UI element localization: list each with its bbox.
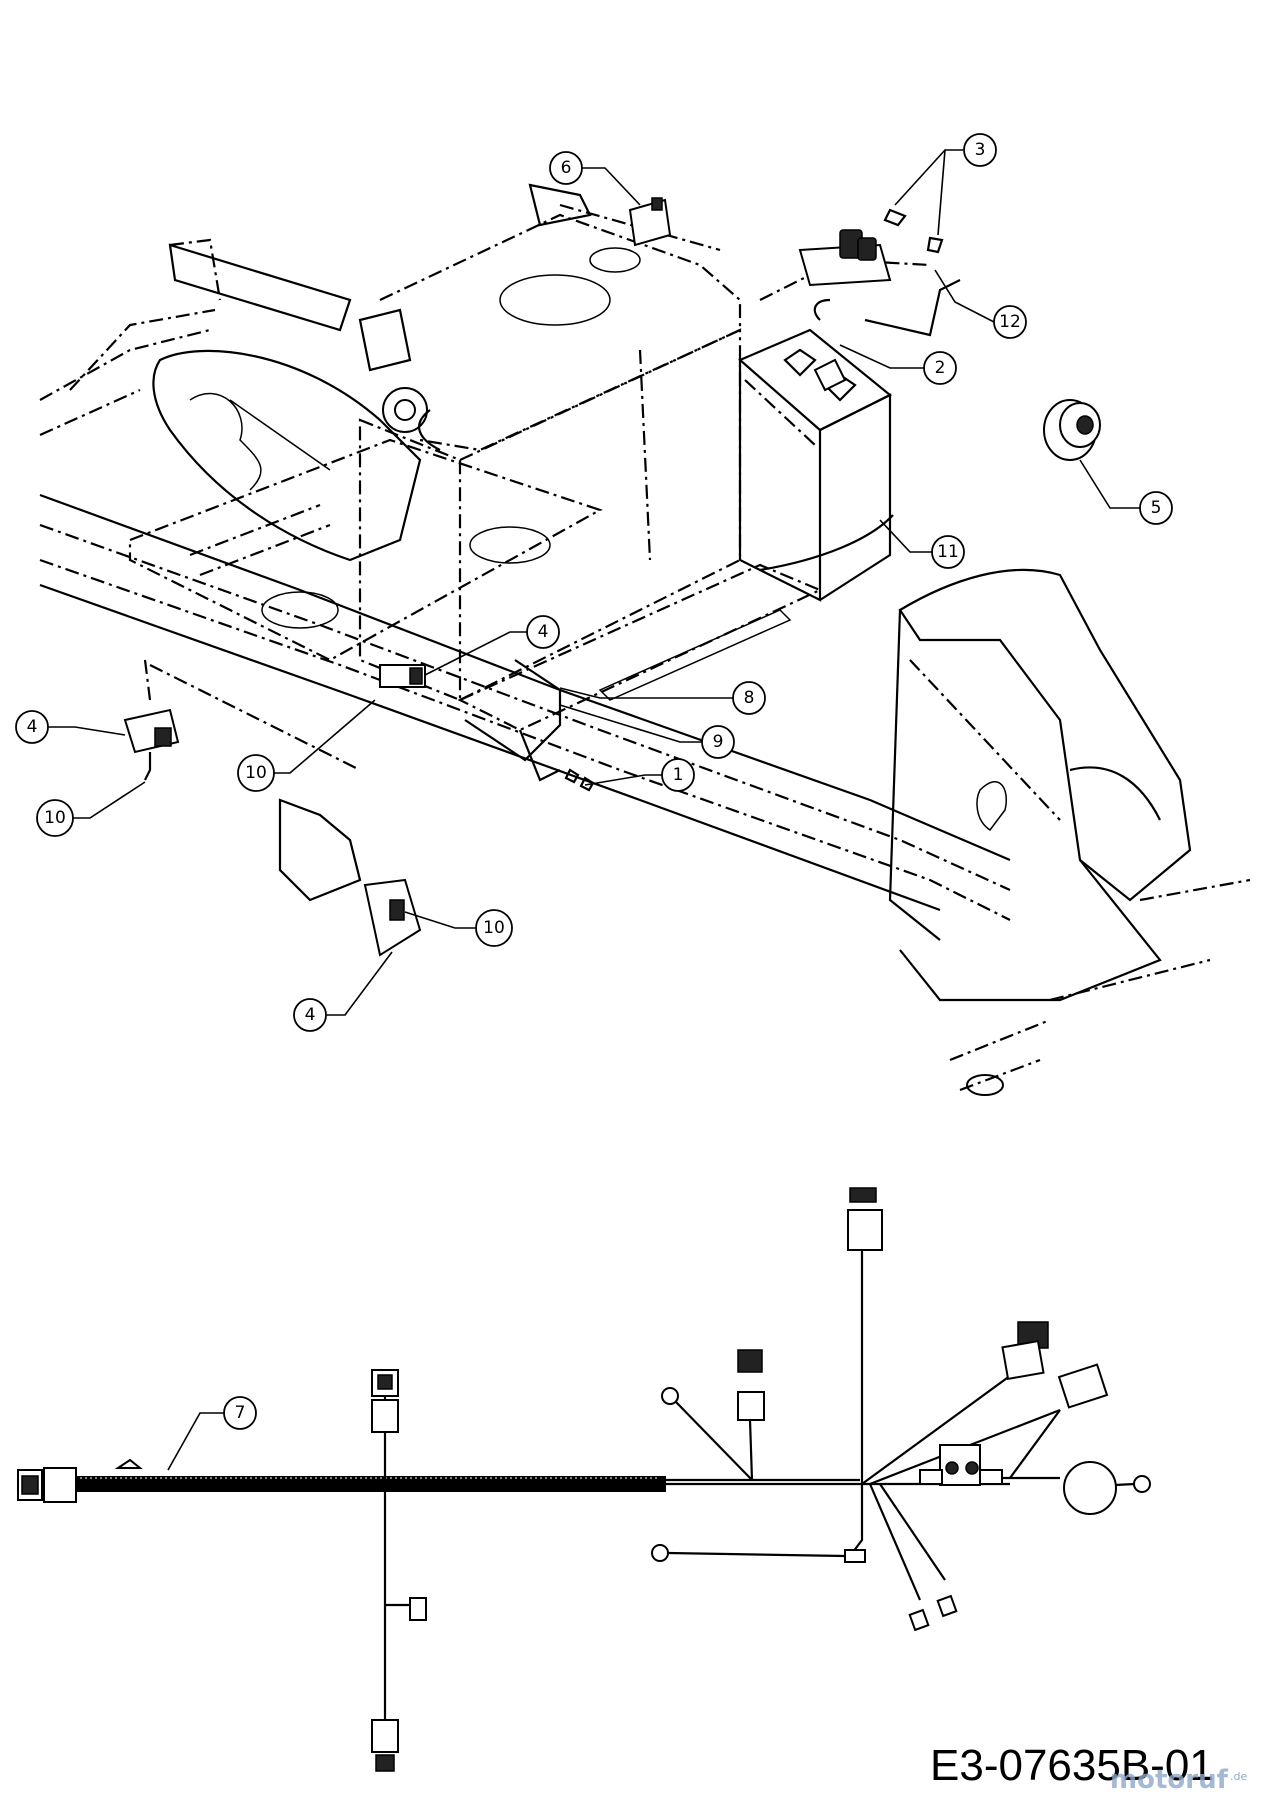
battery — [737, 328, 894, 602]
watermark-suffix: .de — [1230, 1770, 1247, 1783]
callout-11: 11 — [879, 519, 965, 569]
svg-text:1: 1 — [673, 765, 684, 785]
connector-left — [123, 708, 180, 781]
svg-text:10: 10 — [44, 808, 66, 828]
callout-4-left: 4 — [15, 710, 126, 744]
callout-12: 12 — [934, 269, 1027, 339]
callout-7: 7 — [167, 1396, 257, 1471]
callout-3: 3 — [894, 133, 997, 236]
svg-text:10: 10 — [483, 918, 505, 938]
svg-text:10: 10 — [245, 763, 267, 783]
callout-2: 2 — [839, 344, 957, 385]
callout-4-frame: 4 — [424, 615, 560, 676]
svg-text:2: 2 — [935, 358, 946, 378]
svg-text:8: 8 — [744, 688, 755, 708]
svg-text:12: 12 — [999, 312, 1021, 332]
svg-text:4: 4 — [538, 622, 549, 642]
svg-text:7: 7 — [235, 1403, 246, 1423]
wiring-harness — [17, 1187, 1151, 1772]
callout-9: 9 — [559, 704, 735, 759]
callouts: 3 6 12 2 5 11 — [15, 133, 1173, 1032]
svg-text:9: 9 — [713, 732, 724, 752]
svg-text:5: 5 — [1151, 498, 1162, 518]
watermark: motoruf — [1110, 1765, 1229, 1795]
callout-10-left: 10 — [36, 781, 146, 837]
diagram-code: E3-07635B-01 — [930, 1741, 1214, 1790]
svg-text:3: 3 — [975, 140, 986, 160]
svg-text:11: 11 — [937, 542, 959, 562]
callout-10-lower: 10 — [404, 909, 513, 947]
callout-8: 8 — [559, 681, 766, 715]
solenoid — [759, 229, 961, 392]
svg-text:4: 4 — [305, 1005, 316, 1025]
callout-10-center: 10 — [237, 699, 376, 792]
callout-5: 5 — [1079, 459, 1173, 525]
svg-text:4: 4 — [27, 717, 38, 737]
key-knob — [1043, 399, 1101, 461]
svg-text:6: 6 — [561, 158, 572, 178]
callout-1: 1 — [584, 758, 695, 792]
frame-assembly — [39, 183, 1251, 1096]
callout-6: 6 — [549, 151, 641, 206]
callout-4-lower: 4 — [293, 951, 393, 1032]
